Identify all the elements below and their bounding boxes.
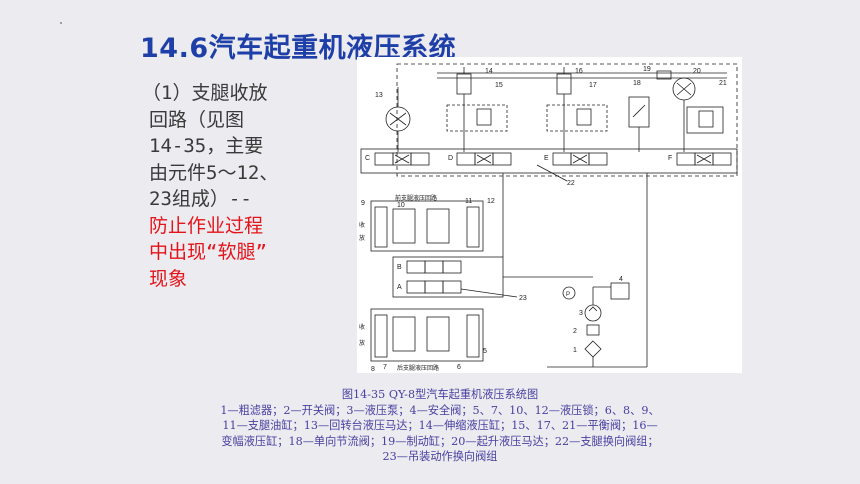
luffing-cylinder-16 <box>556 73 572 95</box>
valve-symbol <box>632 104 646 118</box>
leader-line <box>460 288 518 298</box>
body-line: 回路（见图 <box>149 108 245 131</box>
valve-E <box>552 152 608 166</box>
label-16: 16 <box>575 68 583 75</box>
hydraulic-lock-11 <box>426 208 450 244</box>
body-text: （1）支腿收放 回路（见图 14-35，主要 由元件5～12、 23组成）-- … <box>142 80 314 292</box>
valve-group-23 <box>392 256 504 298</box>
body-line: 14-35，主要 <box>149 135 264 157</box>
label-retract: 收 <box>359 221 365 229</box>
relief-valve-4 <box>610 282 630 300</box>
hydraulic-diagram: 13 14 15 16 17 18 19 20 <box>357 57 742 373</box>
filter-1 <box>584 340 602 358</box>
label-13: 13 <box>375 92 383 99</box>
pump-arrow <box>588 306 598 312</box>
caption-line: 23—吊装动作换向阀组 <box>382 450 498 464</box>
figure-caption: 图14-35 QY-8型汽车起重机液压系统图 1—粗滤器；2—开关阀；3—液压泵… <box>140 387 740 465</box>
balance-valve-21 <box>686 106 724 134</box>
valve-D <box>456 152 512 166</box>
cylinder-6 <box>466 314 480 358</box>
cylinder-9 <box>374 206 388 248</box>
label-extend: 放 <box>359 339 365 347</box>
hydraulic-lock-10 <box>392 208 416 244</box>
label-retract: 收 <box>359 323 365 331</box>
cylinder-12 <box>466 206 480 248</box>
leader-line <box>536 164 568 182</box>
decor-dot <box>60 22 62 24</box>
label-D: D <box>448 155 453 162</box>
throttle-valve-18 <box>628 96 650 128</box>
body-line: （1）支腿收放 <box>142 82 268 104</box>
hydraulic-lock-7 <box>392 316 416 352</box>
front-circuit-box <box>370 200 484 252</box>
label-B: B <box>397 264 402 271</box>
balance-valve-15 <box>446 104 508 132</box>
label-17: 17 <box>589 82 597 89</box>
label-4: 4 <box>619 276 623 283</box>
rear-circuit-label: 后支腿液压回路 <box>397 364 439 372</box>
motor-symbol <box>389 112 407 126</box>
label-F: F <box>668 155 672 162</box>
label-21: 21 <box>719 80 727 87</box>
highlight-line: 中出现“软腿” <box>149 241 267 263</box>
motor-symbol <box>676 82 692 96</box>
caption-title: 图14-35 QY-8型汽车起重机液压系统图 <box>341 388 539 401</box>
label-23: 23 <box>519 295 527 302</box>
label-A: A <box>397 284 402 291</box>
telescopic-cylinder-14 <box>456 73 472 95</box>
label-extend: 放 <box>359 234 365 242</box>
brake-cylinder-19 <box>656 70 672 80</box>
label-19: 19 <box>643 66 651 73</box>
body-line: 23组成）-- <box>149 188 252 210</box>
hydraulic-lock-5 <box>426 316 450 352</box>
balance-valve-17 <box>546 104 608 132</box>
label-3: 3 <box>579 310 583 317</box>
body-line: 由元件5～12、 <box>149 161 279 184</box>
label-7: 7 <box>383 364 387 371</box>
label-15: 15 <box>495 82 503 89</box>
label-10: 10 <box>397 202 405 209</box>
label-12: 12 <box>487 198 495 205</box>
label-5: 5 <box>483 348 487 355</box>
highlight-line: 现象 <box>149 267 188 290</box>
valve-body <box>576 108 592 126</box>
valve-C <box>374 152 430 166</box>
valve-body <box>476 108 492 126</box>
valve-body <box>698 110 714 128</box>
front-circuit-label: 前支腿液压回路 <box>395 194 437 202</box>
label-22: 22 <box>567 180 575 187</box>
highlight-line: 防止作业过程 <box>149 214 264 237</box>
directional-valve-group-22 <box>360 148 738 174</box>
pressure-gauge <box>562 286 576 300</box>
label-9: 9 <box>361 200 365 207</box>
label-11: 11 <box>465 198 472 205</box>
label-8: 8 <box>371 366 375 373</box>
label-E: E <box>544 155 549 162</box>
label-6: 6 <box>457 364 461 371</box>
switch-valve-2 <box>586 324 600 336</box>
label-1: 1 <box>573 347 577 354</box>
hydraulic-diagram-svg: 13 14 15 16 17 18 19 20 <box>359 63 738 373</box>
caption-line: 变幅液压缸；18—单向节流阀；19—制动缸；20—起升液压马达；22—支腿换向阀… <box>221 434 659 448</box>
valve-F <box>676 152 732 166</box>
label-P: P <box>566 292 570 298</box>
caption-line: 1—粗滤器；2—开关阀；3—液压泵；4—安全阀；5、7、10、12—液压锁；6、… <box>220 403 660 417</box>
label-20: 20 <box>693 68 701 75</box>
label-2: 2 <box>573 328 577 335</box>
label-14: 14 <box>485 68 493 75</box>
rear-circuit-box <box>370 308 484 362</box>
label-C: C <box>365 155 370 162</box>
cylinder-8 <box>374 314 388 358</box>
caption-line: 11—支腿油缸；13—回转台液压马达；14—伸缩液压缸；15、17、21—平衡阀… <box>222 419 658 433</box>
label-18: 18 <box>633 80 641 87</box>
